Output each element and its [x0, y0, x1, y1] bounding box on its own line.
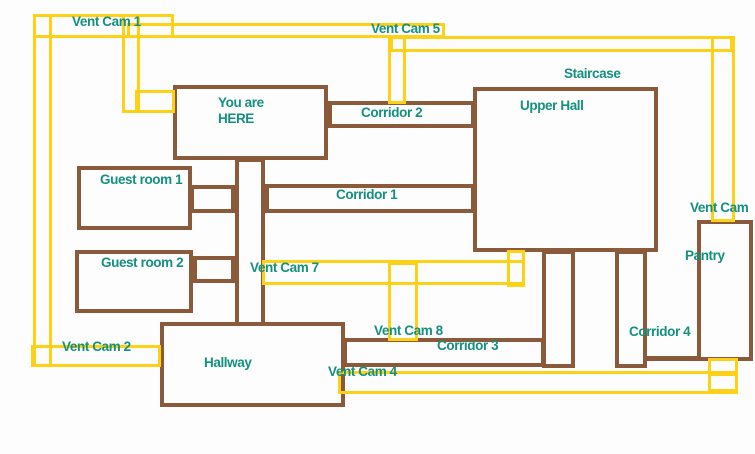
label-pantry: Pantry — [685, 248, 725, 263]
room-guest-room-1 — [77, 166, 192, 230]
room-guest-room-1-connector — [190, 185, 235, 213]
label-you-are-here: You are HERE — [218, 95, 264, 126]
label-upper-hall: Upper Hall — [520, 98, 584, 113]
vent-cam-5-duct-lower — [390, 36, 733, 52]
here-connector-duct — [135, 90, 175, 113]
vent-cam-5-duct-upper — [127, 23, 445, 38]
room-corridor-4-floor — [645, 356, 698, 361]
label-hallway: Hallway — [204, 355, 252, 370]
pantry-duct-box-bottom — [708, 373, 738, 392]
label-corridor-1: Corridor 1 — [336, 187, 398, 202]
label-corridor-4: Corridor 4 — [629, 324, 691, 339]
label-vent-cam-8[interactable]: Vent Cam 8 — [374, 323, 443, 338]
label-corridor-2: Corridor 2 — [361, 105, 423, 120]
room-guest-room-2-connector — [193, 256, 235, 283]
room-stair-shaft-left — [542, 250, 575, 368]
label-vent-cam-4[interactable]: Vent Cam 4 — [328, 364, 397, 379]
room-corridor-1 — [265, 184, 475, 213]
room-hallway — [160, 322, 345, 407]
label-guest-room-2: Guest room 2 — [101, 255, 184, 270]
label-vent-cam-right[interactable]: Vent Cam — [690, 200, 749, 215]
label-vent-cam-7[interactable]: Vent Cam 7 — [250, 260, 319, 275]
room-stair-shaft-right — [615, 250, 647, 368]
room-center-shaft — [235, 158, 265, 326]
corridor-2-drop-duct — [388, 36, 406, 104]
vent-cam-2-duct — [31, 345, 161, 367]
label-staircase: Staircase — [564, 66, 621, 81]
label-corridor-3: Corridor 3 — [437, 338, 499, 353]
pantry-duct-box-top — [708, 358, 738, 374]
room-guest-room-2 — [75, 250, 193, 313]
label-guest-room-1: Guest room 1 — [100, 172, 183, 187]
upper-hall-stub-duct — [507, 250, 525, 287]
vent-cam-8-drop-duct — [388, 262, 418, 341]
upper-drop-duct — [122, 14, 140, 113]
label-vent-cam-2[interactable]: Vent Cam 2 — [62, 339, 131, 354]
room-corridor-2 — [328, 101, 475, 128]
right-vertical-duct — [711, 36, 735, 222]
label-vent-cam-1[interactable]: Vent Cam 1 — [72, 14, 141, 29]
label-vent-cam-5[interactable]: Vent Cam 5 — [371, 21, 440, 36]
